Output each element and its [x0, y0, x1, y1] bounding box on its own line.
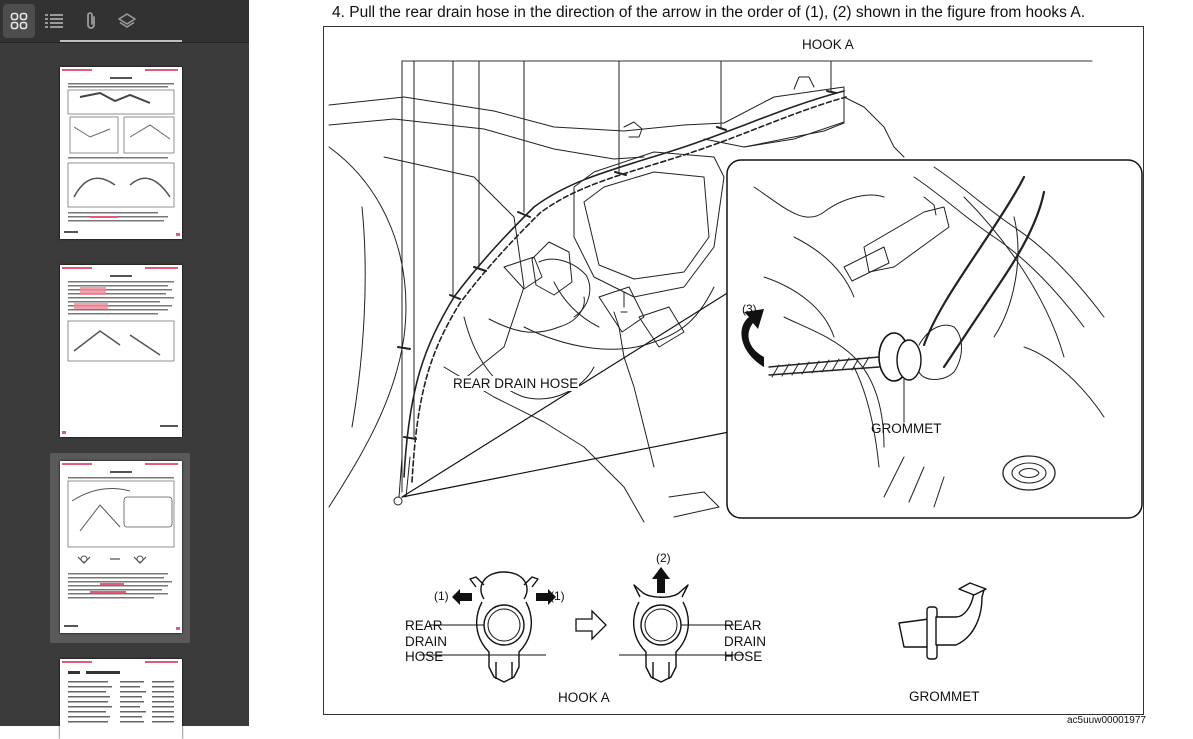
list-icon	[45, 14, 63, 28]
page-thumbnail-image	[62, 69, 180, 236]
page-thumbnail-4[interactable]	[60, 659, 182, 739]
rear-drain-hose-left-line3: HOSE	[405, 649, 444, 664]
rear-drain-hose-left-line2: DRAIN	[405, 634, 448, 649]
figure-id: ac5uuw00001977	[1067, 715, 1146, 726]
rear-drain-hose-right-line1: REAR	[724, 618, 762, 633]
page-thumbnail-image	[62, 267, 178, 434]
page-thumbnail-2[interactable]	[60, 265, 182, 437]
sidebar-toolbar	[0, 0, 249, 43]
thumbnail-sidebar	[0, 0, 250, 739]
toolbar-divider	[60, 40, 182, 42]
layers-icon	[118, 13, 136, 28]
page-thumbnail-image	[62, 463, 180, 630]
rear-drain-hose-left-line1: REAR	[405, 618, 443, 633]
rear-drain-hose-right-line3: HOSE	[724, 649, 763, 664]
page-thumbnail-3[interactable]	[60, 461, 182, 633]
hook-a-label-top: HOOK A	[802, 37, 854, 52]
figure-illustration	[328, 60, 1143, 683]
step-1-right-label: (1)	[550, 589, 565, 603]
paperclip-icon	[87, 12, 95, 29]
layers-view-button[interactable]	[111, 4, 143, 38]
rear-drain-hose-right-line2: DRAIN	[724, 634, 767, 649]
hook-a-label-bottom: HOOK A	[558, 690, 610, 705]
step-2-label: (2)	[656, 551, 671, 565]
figure-frame: HOOK A REAR DRAIN HOSE (3) GROMMET (2) (…	[323, 26, 1144, 715]
step-3-label: (3)	[742, 302, 757, 316]
step-1-left-label: (1)	[434, 589, 449, 603]
step-instruction: 4. Pull the rear drain hose in the direc…	[332, 4, 1085, 21]
attachments-view-button[interactable]	[75, 4, 107, 38]
document-page: 4. Pull the rear drain hose in the direc…	[249, 0, 1193, 726]
thumbnails-view-button[interactable]	[3, 4, 35, 38]
grommet-part-label: GROMMET	[909, 689, 980, 704]
page-thumbnail-1[interactable]	[60, 67, 182, 239]
page-thumbnail-image	[62, 661, 178, 723]
outline-view-button[interactable]	[38, 4, 70, 38]
grid-icon	[10, 12, 28, 30]
grommet-detail-label: GROMMET	[871, 421, 942, 436]
rear-drain-hose-label: REAR DRAIN HOSE	[452, 376, 580, 391]
